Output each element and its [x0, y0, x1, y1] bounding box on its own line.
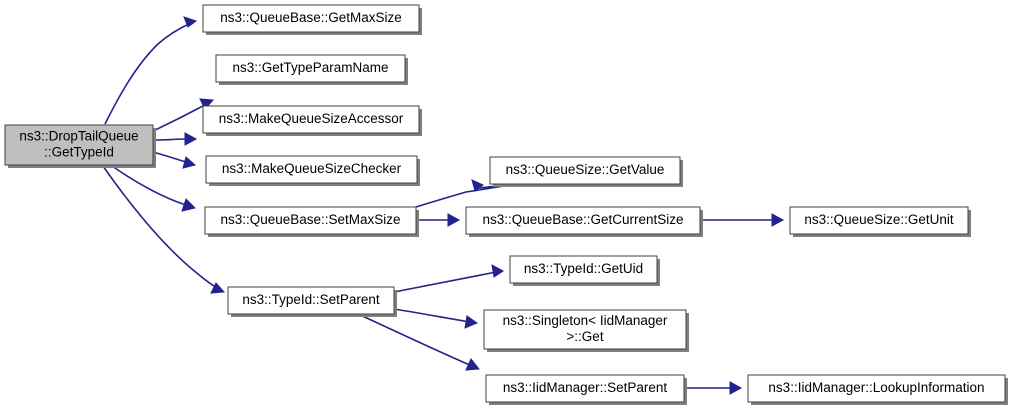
node-box[interactable]: [509, 255, 658, 284]
node-label: ns3::QueueBase::SetMaxSize: [220, 212, 400, 227]
graph-node-getvalue[interactable]: ns3::QueueSize::GetValue: [489, 156, 683, 187]
node-box[interactable]: [205, 155, 418, 184]
node-label: ns3::TypeId::GetUid: [524, 261, 643, 276]
arrowhead-icon: [471, 179, 484, 192]
arrowhead-icon: [447, 213, 461, 227]
call-edge-setmaxsize-to-getcurrentsize: [416, 213, 461, 227]
node-label: ns3::IidManager::LookupInformation: [768, 380, 984, 395]
call-edge-iidmanagersetparent-to-lookupinformation: [684, 381, 743, 395]
graph-node-gettypeparamname[interactable]: ns3::GetTypeParamName: [215, 54, 408, 85]
arrowhead-icon: [771, 213, 785, 227]
arrowhead-icon: [184, 132, 198, 146]
arrowhead-icon: [199, 98, 215, 110]
arrowhead-icon: [465, 358, 480, 371]
call-edge-typeidsetparent-to-singletonget: [393, 308, 479, 329]
nodes-layer: ns3::DropTailQueue::GetTypeIdns3::QueueB…: [4, 4, 1008, 405]
node-label: ns3::QueueSize::GetUnit: [804, 212, 954, 227]
node-box[interactable]: [485, 374, 685, 403]
node-label: ns3::DropTailQueue: [19, 129, 138, 144]
edge-line: [152, 151, 190, 164]
graph-node-getcurrentsize[interactable]: ns3::QueueBase::GetCurrentSize: [465, 206, 703, 237]
edge-line: [152, 138, 191, 141]
graph-node-iidmanagersetparent[interactable]: ns3::IidManager::SetParent: [485, 374, 687, 405]
call-edge-root-to-setmaxsize: [111, 165, 196, 212]
node-box[interactable]: [227, 286, 395, 315]
call-edge-root-to-makequeuesizeaccessor: [152, 132, 198, 146]
edge-line: [357, 313, 473, 367]
node-label: ns3::IidManager::SetParent: [503, 380, 668, 395]
arrowhead-icon: [181, 198, 196, 212]
edge-line: [111, 165, 190, 207]
node-box[interactable]: [465, 206, 701, 235]
node-box[interactable]: [204, 206, 417, 235]
edge-line: [393, 271, 497, 293]
call-edge-typeidsetparent-to-getuid: [393, 264, 504, 293]
arrowhead-icon: [183, 16, 198, 28]
call-edge-root-to-gettypeparamname: [152, 98, 215, 132]
graph-node-getmaxsize[interactable]: ns3::QueueBase::GetMaxSize: [202, 4, 422, 35]
node-box[interactable]: [202, 105, 420, 134]
graph-node-getuid[interactable]: ns3::TypeId::GetUid: [509, 255, 660, 286]
arrowhead-icon: [210, 282, 226, 294]
call-edge-root-to-makequeuesizechecker: [152, 151, 197, 169]
edge-line: [415, 183, 517, 208]
node-label: ::GetTypeId: [44, 145, 114, 160]
call-edge-typeidsetparent-to-iidmanagersetparent: [357, 313, 480, 371]
node-box[interactable]: [202, 4, 420, 33]
node-label: ns3::TypeId::SetParent: [242, 292, 380, 307]
edge-line: [152, 101, 210, 132]
edge-line: [102, 165, 220, 290]
node-label: ns3::QueueBase::GetCurrentSize: [482, 212, 683, 227]
graph-node-getunit[interactable]: ns3::QueueSize::GetUnit: [789, 206, 971, 237]
graph-node-root[interactable]: ns3::DropTailQueue::GetTypeId: [4, 124, 156, 168]
node-label: ns3::QueueSize::GetValue: [506, 162, 665, 177]
node-label: >::Get: [566, 329, 603, 344]
node-label: ns3::GetTypeParamName: [232, 60, 388, 75]
graph-node-makequeuesizeaccessor[interactable]: ns3::MakeQueueSizeAccessor: [202, 105, 422, 136]
graph-node-setmaxsize[interactable]: ns3::QueueBase::SetMaxSize: [204, 206, 419, 237]
node-box[interactable]: [489, 156, 681, 185]
node-box[interactable]: [789, 206, 969, 235]
node-box[interactable]: [215, 54, 406, 83]
graph-node-makequeuesizechecker[interactable]: ns3::MakeQueueSizeChecker: [205, 155, 420, 186]
node-label: ns3::MakeQueueSizeChecker: [222, 161, 402, 176]
graph-node-typeidsetparent[interactable]: ns3::TypeId::SetParent: [227, 286, 397, 317]
arrowhead-icon: [491, 264, 504, 278]
graph-node-singletonget[interactable]: ns3::Singleton< IidManager>::Get: [483, 309, 689, 352]
arrowhead-icon: [464, 315, 479, 329]
node-box[interactable]: [4, 124, 154, 166]
call-edge-root-to-typeidsetparent: [102, 165, 226, 294]
call-edge-getcurrentsize-to-getunit: [700, 213, 785, 227]
node-label: ns3::MakeQueueSizeAccessor: [219, 111, 404, 126]
node-box[interactable]: [483, 309, 687, 350]
edges-layer: [102, 16, 785, 395]
arrowhead-icon: [729, 381, 743, 395]
graph-node-lookupinformation[interactable]: ns3::IidManager::LookupInformation: [747, 374, 1008, 405]
edge-line: [393, 308, 471, 323]
node-box[interactable]: [747, 374, 1006, 403]
node-label: ns3::Singleton< IidManager: [503, 313, 668, 328]
call-edge-root-to-getmaxsize: [104, 16, 198, 125]
node-label: ns3::QueueBase::GetMaxSize: [220, 10, 402, 25]
edge-line: [104, 22, 192, 125]
arrowhead-icon: [182, 156, 197, 169]
